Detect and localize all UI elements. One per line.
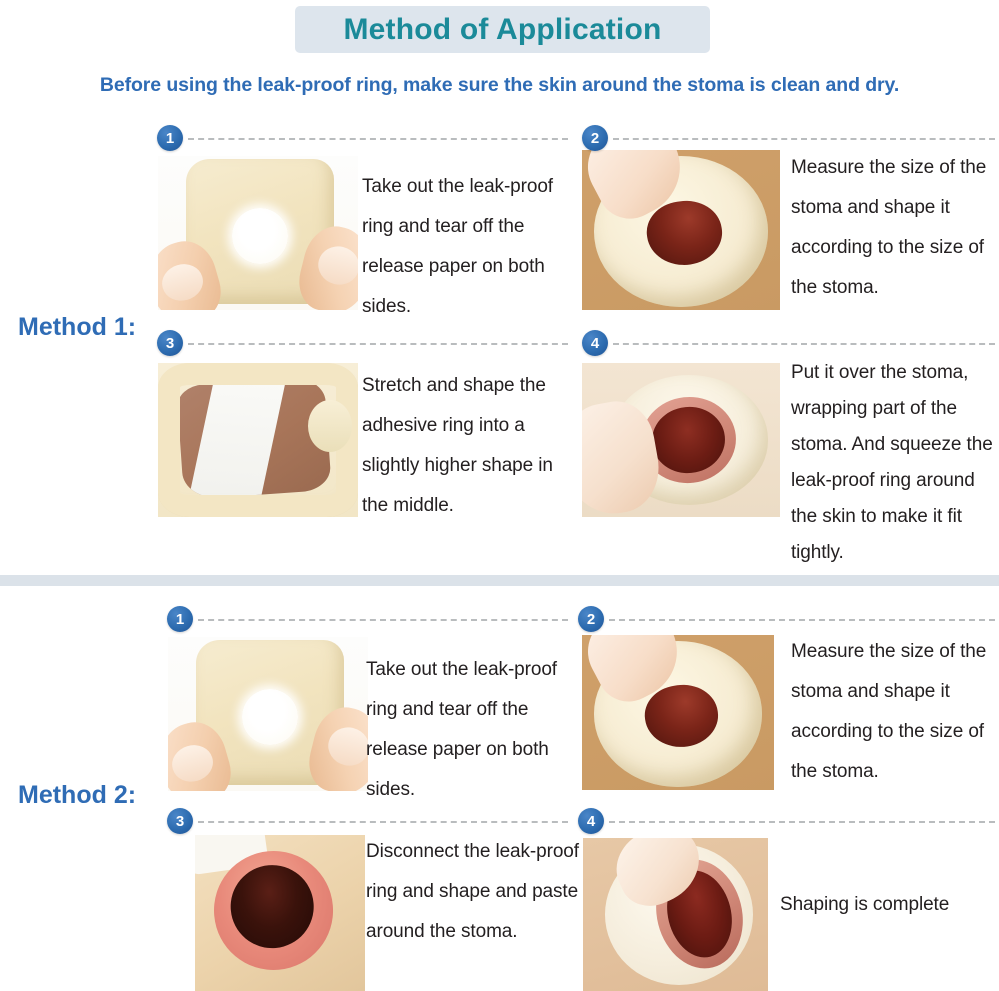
step-text-m1-s1: Take out the leak-proof ring and tear of… (362, 176, 553, 317)
method-1-label: Method 1: (18, 313, 137, 341)
step-badge-m1-s1: 1 (157, 125, 183, 151)
step-connector-m1-s4 (613, 343, 995, 345)
step-connector-m2-s4 (609, 821, 995, 823)
step-badge-m1-s3: 3 (157, 330, 183, 356)
step-connector-m2-s1 (198, 619, 568, 621)
step-badge-m2-s4: 4 (578, 808, 604, 834)
step-badge-m1-s2: 2 (582, 125, 608, 151)
step-image-m1-s3 (158, 363, 358, 517)
page-title-banner: Method of Application (295, 6, 710, 53)
step-connector-m1-s3 (188, 343, 568, 345)
step-text-m2-s2: Measure the size of the stoma and shape … (791, 641, 987, 782)
page-subtitle: Before using the leak-proof ring, make s… (99, 74, 900, 96)
step-image-m2-s2 (582, 635, 774, 790)
step-text-m2-s3: Disconnect the leak-proof ring and shape… (366, 841, 579, 942)
step-image-m1-s2 (582, 150, 780, 310)
step-badge-m2-s1: 1 (167, 606, 193, 632)
step-text-m2-s4: Shaping is complete (780, 894, 950, 915)
step-badge-m2-s3: 3 (167, 808, 193, 834)
step-text-m1-s4: Put it over the stoma, wrapping part of … (791, 362, 993, 563)
page-title: Method of Application (343, 12, 662, 46)
step-text-m2-s1: Take out the leak-proof ring and tear of… (366, 659, 557, 800)
step-image-m1-s4 (582, 363, 780, 517)
step-text-m1-s3: Stretch and shape the adhesive ring into… (362, 375, 553, 516)
step-connector-m1-s2 (613, 138, 995, 140)
section-divider (0, 575, 999, 586)
step-badge-m1-s4: 4 (582, 330, 608, 356)
step-image-m1-s1 (158, 156, 358, 310)
step-image-m2-s1 (168, 637, 368, 791)
step-text-m1-s2: Measure the size of the stoma and shape … (791, 157, 987, 298)
step-image-m2-s4 (583, 838, 768, 991)
method-2-label: Method 2: (18, 781, 137, 809)
step-image-m2-s3 (195, 835, 365, 991)
step-connector-m1-s1 (188, 138, 568, 140)
step-connector-m2-s3 (198, 821, 568, 823)
step-connector-m2-s2 (609, 619, 995, 621)
step-badge-m2-s2: 2 (578, 606, 604, 632)
